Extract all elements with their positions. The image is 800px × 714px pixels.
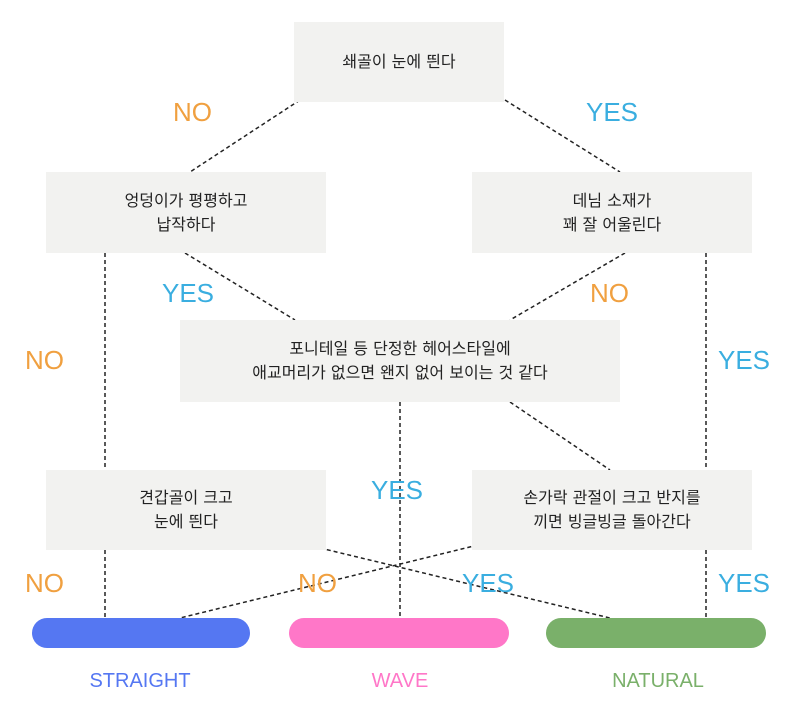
label-no: NO [590, 278, 629, 308]
label-yes: YES [718, 568, 771, 598]
question-finger-joints: 손가락 관절이 크고 반지를 끼면 빙글빙글 돌아간다 [472, 470, 752, 550]
edge-q4-no [509, 401, 611, 471]
label-yes: YES [371, 475, 424, 505]
node-text: 엉덩이가 평평하고 [124, 190, 248, 210]
node-text: 견갑골이 크고 [139, 488, 233, 507]
label-no: NO [25, 345, 64, 375]
result-bar-natural [546, 618, 766, 648]
label-no: NO [25, 568, 64, 598]
result-bar-straight [32, 618, 250, 648]
edge-q1-no [189, 99, 301, 173]
label-no: NO [298, 568, 337, 598]
edge-q3-no [509, 252, 626, 321]
node-text: 끼면 빙글빙글 돌아간다 [533, 512, 691, 531]
node-text: 눈에 띈다 [154, 512, 218, 531]
result-label-natural: NATURAL [612, 670, 704, 692]
question-flat-hips: 엉덩이가 평평하고 납작하다 [46, 172, 326, 253]
question-denim: 데님 소재가 꽤 잘 어울린다 [472, 172, 752, 253]
result-bar-wave [289, 618, 509, 648]
label-yes: YES [718, 345, 771, 375]
label-yes: YES [462, 568, 515, 598]
node-text: 포니테일 등 단정한 헤어스타일에 [289, 339, 511, 358]
node-text: 손가락 관절이 크고 반지를 [523, 488, 701, 507]
question-shoulder-blade: 견갑골이 크고 눈에 띈다 [46, 470, 326, 550]
edge-q2-yes [184, 252, 296, 321]
node-text: 쇄골이 눈에 띈다 [342, 52, 456, 71]
node-text: 납작하다 [156, 214, 216, 234]
node-text: 데님 소재가 [572, 190, 652, 210]
question-ponytail: 포니테일 등 단정한 헤어스타일에 애교머리가 없으면 왠지 없어 보이는 것 … [180, 320, 620, 402]
node-text: 애교머리가 없으면 왠지 없어 보이는 것 같다 [252, 363, 548, 382]
edge-q1-yes [504, 99, 621, 173]
edge-q5-yes [319, 547, 611, 619]
result-label-wave: WAVE [371, 670, 429, 692]
label-yes: YES [586, 97, 639, 127]
question-collarbone: 쇄골이 눈에 띈다 [294, 22, 504, 102]
label-yes: YES [162, 278, 215, 308]
result-label-straight: STRAIGHT [89, 670, 191, 692]
label-no: NO [173, 97, 212, 127]
edge-q6-no [179, 544, 479, 619]
node-text: 꽤 잘 어울린다 [562, 214, 662, 234]
